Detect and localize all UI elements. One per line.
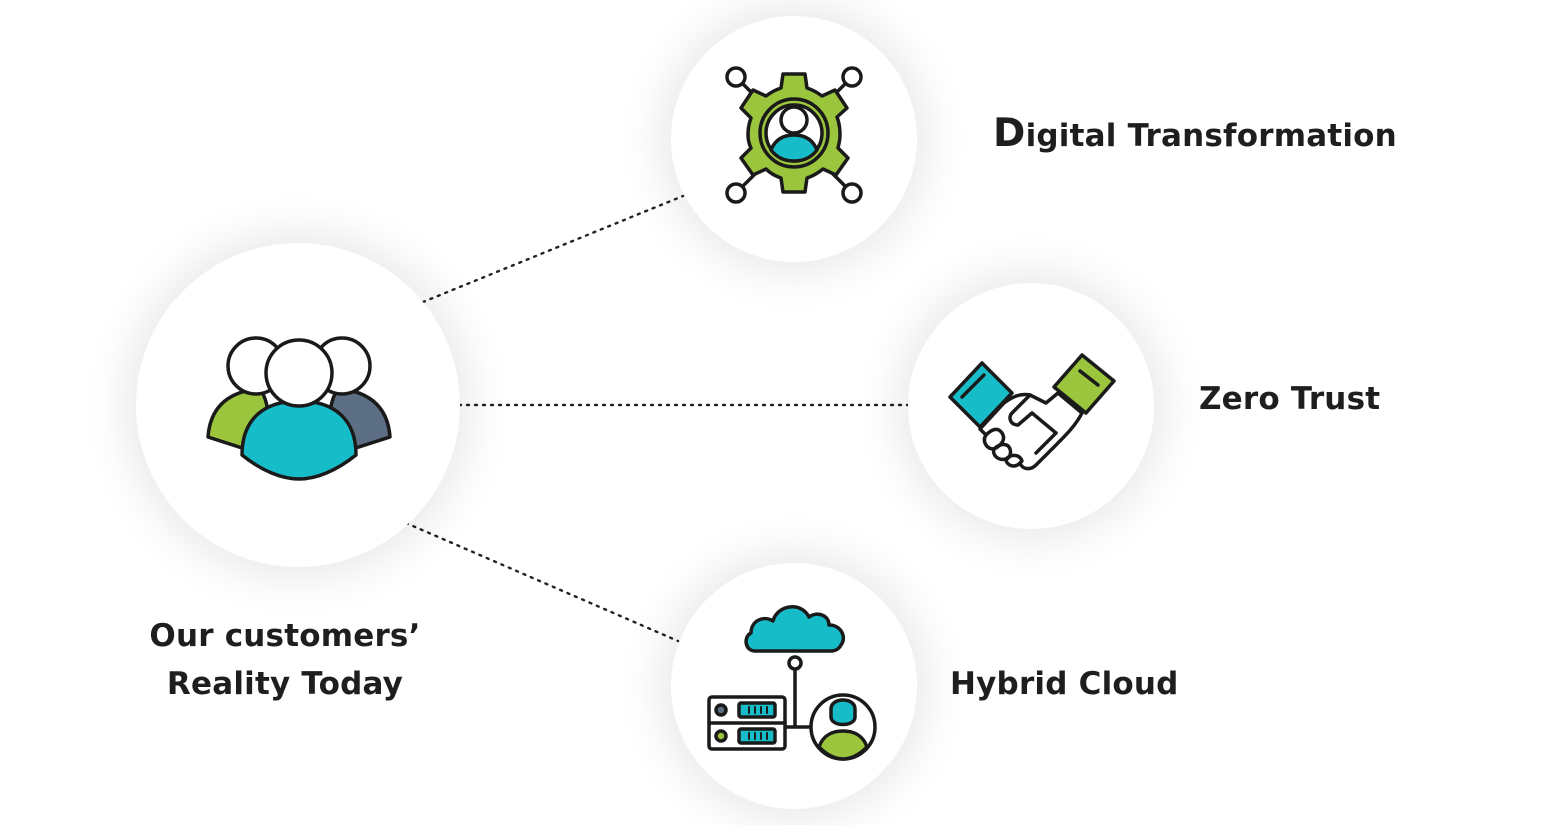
- handshake-icon: [948, 353, 1116, 471]
- connector-hybrid: [404, 521, 680, 643]
- digital-transformation-label-rest: igital Transformation: [1025, 118, 1397, 154]
- hub-label-line2: Reality Today: [166, 666, 404, 702]
- digital-transformation-label: Digital Transformation: [993, 114, 1397, 154]
- zero-trust-node: [908, 283, 1154, 529]
- cloud-server-user-icon: [707, 605, 877, 761]
- hub-label: Our customers’ Reality Today: [120, 612, 450, 708]
- digital-transformation-node: [671, 16, 917, 262]
- gear-user-network-icon: [725, 66, 863, 204]
- hub-node: [136, 243, 460, 567]
- zero-trust-label: Zero Trust: [1199, 381, 1381, 417]
- hub-label-line1: Our customers’: [149, 618, 421, 654]
- hybrid-cloud-node: [671, 563, 917, 809]
- hybrid-cloud-label: Hybrid Cloud: [950, 666, 1179, 702]
- user-group-icon: [206, 336, 392, 481]
- digital-transformation-label-initial: D: [993, 111, 1026, 156]
- connector-digital: [421, 194, 685, 304]
